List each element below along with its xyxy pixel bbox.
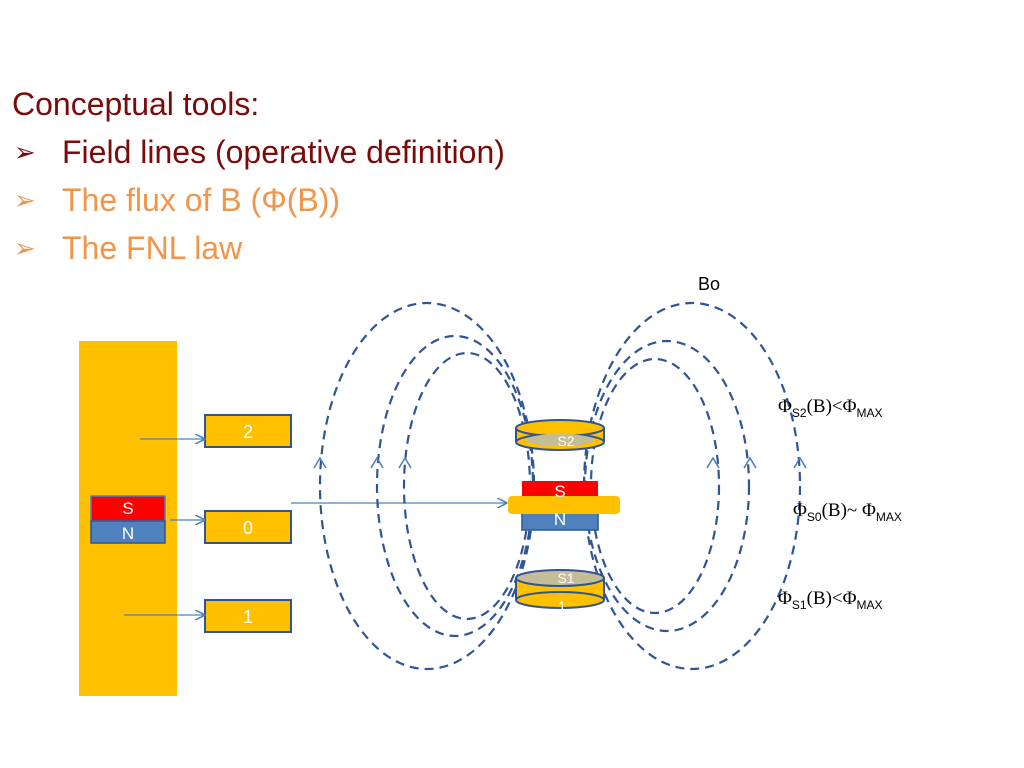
field-line-right-inner — [589, 357, 721, 615]
position-label-1: 1 — [243, 607, 253, 627]
bullet-text: The FNL law — [62, 230, 243, 266]
position-label-2: 2 — [243, 422, 253, 442]
field-line-right-outer — [582, 301, 802, 671]
loop-s2-label: S2 — [557, 433, 574, 449]
loop-s0 — [508, 496, 620, 514]
bullet-flux: ➢ The flux of B (Φ(B)) — [14, 182, 340, 219]
magnet-south-label: S — [122, 499, 133, 518]
flux-s1: ΦS1(B)<ΦMAX — [778, 588, 883, 612]
bullet-arrow-icon: ➢ — [14, 137, 36, 167]
position-box-1 — [204, 599, 292, 633]
field-arrow-icon — [398, 456, 412, 469]
field-arrow-icon — [370, 456, 384, 469]
center-magnet-north-label: N — [554, 510, 566, 529]
center-magnet-south-label: S — [554, 482, 565, 501]
magnet-north — [90, 520, 166, 544]
center-magnet-south — [522, 481, 598, 500]
field-arrow-icon — [743, 456, 757, 469]
field-label: Bo — [698, 274, 721, 294]
loop-s1-extra: 1 — [558, 598, 566, 614]
field-line-right-middle — [583, 339, 751, 633]
slide-heading: Conceptual tools: — [12, 86, 260, 122]
flux-s2: ΦS2(B)<ΦMAX — [778, 396, 883, 420]
field-arrow-icon — [706, 456, 720, 469]
field-arrow-icon — [313, 456, 327, 469]
field-arrow-icon — [793, 456, 807, 469]
field-line-left-outer — [318, 301, 536, 671]
position-box-0 — [204, 510, 292, 544]
magnet-north-label: N — [122, 524, 134, 543]
loop-s1-label: S1 — [557, 570, 574, 586]
bullet-field-lines: ➢ Field lines (operative definition) — [14, 134, 505, 171]
bullet-text: Field lines (operative definition) — [62, 134, 505, 170]
bullet-arrow-icon: ➢ — [14, 233, 36, 263]
field-line-left-middle — [375, 334, 535, 638]
bullet-arrow-icon: ➢ — [14, 185, 36, 215]
position-label-0: 0 — [243, 518, 253, 538]
field-line-left-inner — [402, 351, 532, 621]
position-box-2 — [204, 414, 292, 448]
loop-s2-surface — [526, 434, 594, 446]
bullet-fnl-law: ➢ The FNL law — [14, 230, 242, 267]
bullet-text: The flux of B (Φ(B)) — [62, 182, 341, 218]
flux-s0: ΦS0(B)~ ΦMAX — [793, 500, 902, 524]
loop-s1-top — [515, 569, 605, 587]
